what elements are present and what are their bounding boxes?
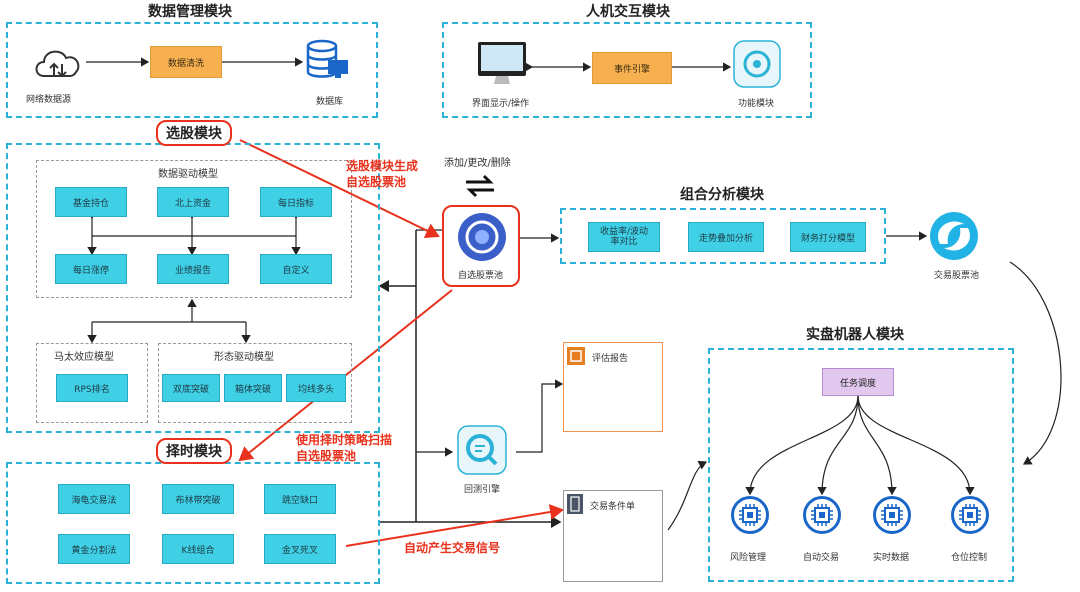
portfolio-item[interactable]: 财务打分模型	[790, 222, 866, 252]
model-item[interactable]: 每日涨停	[55, 254, 127, 284]
annotation-signal: 自动产生交易信号	[404, 541, 501, 555]
backtest-label: 回测引擎	[464, 485, 501, 495]
display-label: 界面显示/操作	[472, 99, 530, 109]
chip-icon	[731, 496, 769, 534]
order-card[interactable]	[563, 490, 663, 582]
func-label: 功能模块	[738, 99, 775, 109]
timing-item[interactable]: 布林带突破	[162, 484, 234, 514]
data-mgmt-frame	[6, 22, 378, 118]
cloud-icon	[35, 50, 80, 78]
timing-item[interactable]: 跳空缺口	[264, 484, 336, 514]
timing-title: 择时模块	[156, 438, 232, 464]
timing-item[interactable]: 黄金分割法	[58, 534, 130, 564]
function-module-icon	[733, 40, 781, 88]
portfolio-frame	[560, 208, 886, 264]
data-clean-box[interactable]: 数据清洗	[150, 46, 222, 78]
hci-frame	[442, 22, 812, 118]
order-icon	[567, 494, 583, 514]
report-icon	[567, 347, 585, 365]
data-model-frame	[36, 160, 352, 298]
shape-title: 形态驱动模型	[214, 352, 274, 363]
robot-item-label: 风险管理	[730, 553, 767, 563]
backtest-icon	[457, 425, 507, 475]
database-icon	[306, 39, 348, 78]
event-engine-box[interactable]: 事件引擎	[592, 52, 672, 84]
pool-label: 自选股票池	[458, 271, 504, 281]
pool-frame[interactable]	[442, 205, 520, 287]
matthew-title: 马太效应模型	[54, 352, 114, 363]
shape-frame	[158, 343, 352, 423]
robot-title: 实盘机器人模块	[806, 327, 904, 343]
order-label: 交易条件单	[590, 502, 636, 512]
timing-item[interactable]: 海龟交易法	[58, 484, 130, 514]
model-item[interactable]: 箱体突破	[224, 374, 282, 402]
report-card[interactable]	[563, 342, 663, 432]
monitor-icon	[478, 42, 526, 84]
model-item[interactable]: 均线多头	[286, 374, 346, 402]
model-item[interactable]: 基金持仓	[55, 187, 127, 217]
pool-icon	[458, 213, 506, 261]
chip-icon	[873, 496, 911, 534]
stock-select-title: 选股模块	[156, 120, 232, 146]
data-model-title: 数据驱动模型	[158, 169, 218, 180]
report-label: 评估报告	[592, 354, 629, 364]
trade-pool-icon	[930, 212, 978, 260]
model-item[interactable]: 自定义	[260, 254, 332, 284]
hci-title: 人机交互模块	[586, 4, 670, 20]
timing-item[interactable]: K线组合	[162, 534, 234, 564]
matthew-frame	[36, 343, 148, 423]
model-item[interactable]: 双底突破	[162, 374, 220, 402]
portfolio-item[interactable]: 走势叠加分析	[688, 222, 764, 252]
model-item[interactable]: 业绩报告	[157, 254, 229, 284]
scheduler-box[interactable]: 任务调度	[822, 368, 894, 396]
source-label: 网络数据源	[26, 95, 72, 105]
chip-icon	[951, 496, 989, 534]
portfolio-title: 组合分析模块	[680, 187, 764, 203]
annotation-scan: 使用择时策略扫描 自选股票池	[296, 433, 393, 463]
chip-icon	[803, 496, 841, 534]
robot-item-label: 仓位控制	[951, 553, 988, 563]
timing-frame	[6, 462, 380, 584]
ops-label: 添加/更改/删除	[444, 158, 511, 169]
annotation-generate: 选股模块生成 自选股票池	[346, 159, 419, 189]
model-item[interactable]: RPS排名	[56, 374, 128, 402]
robot-item-label: 实时数据	[873, 553, 910, 563]
db-label: 数据库	[316, 97, 344, 107]
timing-item[interactable]: 金叉死叉	[264, 534, 336, 564]
robot-frame	[708, 348, 1014, 582]
trade-pool-label: 交易股票池	[934, 271, 980, 281]
model-item[interactable]: 北上资金	[157, 187, 229, 217]
model-item[interactable]: 每日指标	[260, 187, 332, 217]
portfolio-item[interactable]: 收益率/波动 率对比	[588, 222, 660, 252]
refresh-icon	[466, 174, 494, 198]
data-mgmt-title: 数据管理模块	[148, 4, 232, 20]
robot-item-label: 自动交易	[803, 553, 840, 563]
